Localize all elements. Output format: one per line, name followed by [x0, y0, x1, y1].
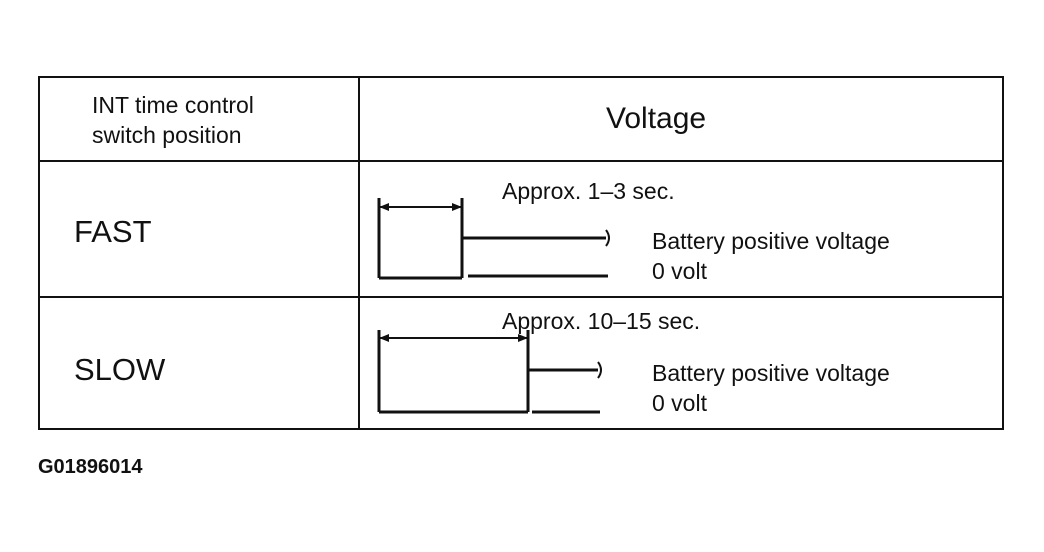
voltage-table: INT time control switch position Voltage… [38, 76, 1004, 430]
fast-waveform [377, 198, 610, 280]
header-divider [40, 160, 1002, 162]
slow-dimension-arrow-right [518, 334, 528, 342]
column-divider [358, 78, 360, 428]
slow-low-label: 0 volt [652, 390, 707, 416]
mode-fast: FAST [74, 214, 152, 249]
slow-waveform [377, 330, 602, 414]
slow-wave-break [597, 361, 602, 379]
interval-label-slow: Approx. 10–15 sec. [502, 308, 701, 334]
figure-id: G01896014 [38, 456, 143, 478]
mode-slow: SLOW [74, 352, 166, 387]
fast-high-label: Battery positive voltage [652, 228, 890, 254]
slow-dimension-arrow-left [379, 334, 389, 342]
fast-dimension-arrow-left [379, 203, 389, 211]
fast-wave-break [605, 229, 610, 247]
voltage-header: Voltage [606, 102, 707, 135]
fast-voltage-labels: Battery positive voltage 0 volt [652, 226, 890, 286]
fast-low-label: 0 volt [652, 258, 707, 284]
slow-voltage-labels: Battery positive voltage 0 volt [652, 358, 890, 418]
switch-position-header: INT time control switch position [92, 90, 254, 150]
slow-high-label: Battery positive voltage [652, 360, 890, 386]
row-divider [40, 296, 1002, 298]
interval-label-fast: Approx. 1–3 sec. [502, 178, 675, 204]
fast-dimension-arrow-right [452, 203, 462, 211]
switch-position-header-line2: switch position [92, 122, 242, 148]
switch-position-header-line1: INT time control [92, 92, 254, 118]
